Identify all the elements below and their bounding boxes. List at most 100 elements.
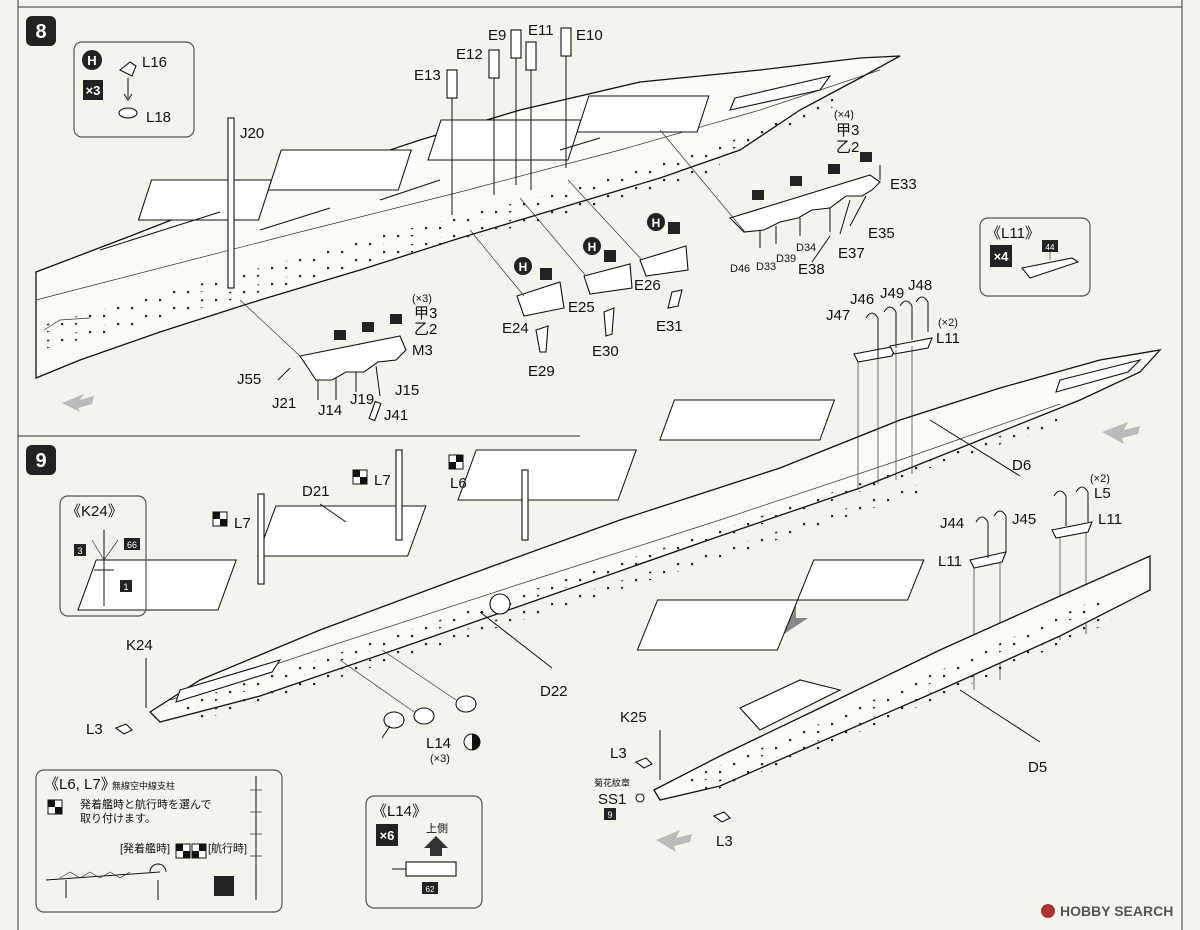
platform-M3 bbox=[239, 299, 407, 422]
label-J20: J20 bbox=[240, 125, 264, 142]
label-D6: D6 bbox=[1012, 457, 1031, 474]
label-L14: L14 bbox=[426, 735, 451, 752]
label-J45: J45 bbox=[1012, 511, 1036, 528]
up-arrow-icon bbox=[424, 836, 448, 856]
ship-hull-lower bbox=[636, 554, 1151, 801]
platform-E33 bbox=[659, 129, 881, 263]
turret-part-icon bbox=[118, 61, 137, 77]
label-L14-count: (×3) bbox=[430, 753, 450, 765]
detail-l6-l7: 《L6, L7》 無線空中線支柱 発着艦時と航行時を選んで 取り付けます。 [発… bbox=[35, 769, 283, 913]
step-8-number: 8 bbox=[35, 21, 46, 43]
label-E13: E13 bbox=[414, 67, 441, 84]
direction-arrow-icon-step9 bbox=[1102, 422, 1140, 444]
variant-left-count: (×3) bbox=[412, 293, 432, 305]
mounts-E24-E26: H H H bbox=[469, 179, 689, 353]
label-K25: K25 bbox=[620, 709, 647, 726]
label-E31: E31 bbox=[656, 318, 683, 335]
label-L11-b: L11 bbox=[1098, 511, 1122, 528]
variant-right-kou: 甲3 bbox=[836, 122, 859, 139]
detail-l6l7-note-1: 発着艦時と航行時を選んで bbox=[80, 797, 211, 811]
label-D34: D34 bbox=[796, 242, 816, 254]
stern-structure-step9 bbox=[1055, 358, 1142, 393]
step-9-number: 9 bbox=[35, 450, 46, 472]
variant-right-count: (×4) bbox=[834, 109, 854, 121]
label-L16: L16 bbox=[142, 54, 167, 71]
detail-l11-part-no: 44 bbox=[1046, 243, 1055, 252]
label-J44: J44 bbox=[940, 515, 964, 532]
detail-l14: 《L14》 ×6 上側 62 bbox=[365, 795, 483, 909]
label-E25: E25 bbox=[568, 299, 595, 316]
label-L3-c: L3 bbox=[716, 833, 733, 850]
label-D46: D46 bbox=[730, 263, 750, 275]
masts-L6-L7 bbox=[212, 449, 529, 585]
watermark: HOBBY SEARCH bbox=[1041, 903, 1173, 919]
ss1-part-no: 9 bbox=[607, 810, 612, 820]
detail-l6l7-title: 《L6, L7》 bbox=[44, 776, 116, 793]
label-M3: M3 bbox=[412, 342, 433, 359]
label-J15: J15 bbox=[395, 382, 419, 399]
detail-l11-multiplier: ×4 bbox=[994, 249, 1010, 264]
step-9-badge bbox=[26, 445, 56, 475]
label-E12: E12 bbox=[456, 46, 483, 63]
label-L7-mid: L7 bbox=[374, 472, 391, 489]
detail-l14-multiplier: ×6 bbox=[380, 828, 395, 843]
detail-l11-title: 《L11》 bbox=[986, 225, 1040, 242]
h-mark-E26: H bbox=[652, 216, 661, 230]
label-L7-left: L7 bbox=[234, 515, 251, 532]
label-E30: E30 bbox=[592, 343, 619, 360]
ship-hull-step9 bbox=[77, 349, 1162, 723]
label-J14: J14 bbox=[318, 402, 342, 419]
label-D21: D21 bbox=[302, 483, 330, 500]
label-D39: D39 bbox=[776, 253, 796, 265]
ship-hull-step8 bbox=[35, 55, 901, 379]
detail-l6l7-cruise: [航行時] bbox=[208, 841, 247, 855]
guns-L14 bbox=[339, 649, 481, 751]
detail-k24: 《K24》 3 66 1 bbox=[59, 495, 147, 617]
label-E35: E35 bbox=[868, 225, 895, 242]
label-L5: L5 bbox=[1094, 485, 1111, 502]
label-E26: E26 bbox=[634, 277, 661, 294]
k24-part-1: 1 bbox=[123, 582, 128, 592]
detail-l11: 《L11》 ×4 44 bbox=[979, 217, 1091, 297]
label-E11: E11 bbox=[528, 22, 554, 39]
watermark-brand: HOBBY SEARCH bbox=[1060, 903, 1173, 919]
label-E29: E29 bbox=[528, 363, 555, 380]
label-J47: J47 bbox=[826, 307, 850, 324]
label-L5-count: (×2) bbox=[1090, 473, 1110, 485]
mast-parts bbox=[446, 27, 572, 215]
detail-l6l7-takeoff: [発着艦時] bbox=[120, 841, 170, 855]
boat-deck-step8 bbox=[729, 75, 832, 111]
label-E9: E9 bbox=[488, 27, 506, 44]
label-J49: J49 bbox=[880, 285, 904, 302]
h-mark: H bbox=[87, 53, 96, 68]
label-E33: E33 bbox=[890, 176, 917, 193]
label-J48: J48 bbox=[908, 277, 932, 294]
boats-step9 bbox=[853, 296, 1093, 690]
label-J46: J46 bbox=[850, 291, 874, 308]
label-L3-b: L3 bbox=[610, 745, 627, 762]
label-L3-a: L3 bbox=[86, 721, 103, 738]
base-part-icon bbox=[118, 107, 138, 119]
label-L11-step8: L11 bbox=[936, 330, 960, 347]
label-J41: J41 bbox=[384, 407, 408, 424]
detail-l14-part-no: 62 bbox=[426, 885, 435, 894]
label-D22: D22 bbox=[540, 683, 568, 700]
label-J21: J21 bbox=[272, 395, 296, 412]
label-L18: L18 bbox=[146, 109, 171, 126]
detail-l14-top-side: 上側 bbox=[426, 822, 448, 835]
step-8: 8 H ×3 L16 L18 bbox=[26, 16, 917, 424]
part-group-icon bbox=[214, 876, 234, 896]
detail-l14-title: 《L14》 bbox=[372, 803, 427, 820]
direction-arrow-icon bbox=[62, 394, 94, 412]
label-J55: J55 bbox=[237, 371, 261, 388]
k24-part-66: 66 bbox=[127, 540, 137, 550]
label-E10: E10 bbox=[576, 27, 603, 44]
boat-icon bbox=[1021, 257, 1080, 279]
direction-arrow-icon-lower bbox=[656, 830, 692, 852]
label-E24: E24 bbox=[502, 320, 529, 337]
label-E38: E38 bbox=[798, 261, 825, 278]
detail-l6l7-subtitle: 無線空中線支柱 bbox=[112, 780, 175, 791]
h-mark-E25: H bbox=[588, 240, 597, 254]
h-mark-E24: H bbox=[519, 260, 528, 274]
step-9: 9 L7 L7 L6 bbox=[17, 277, 1162, 930]
